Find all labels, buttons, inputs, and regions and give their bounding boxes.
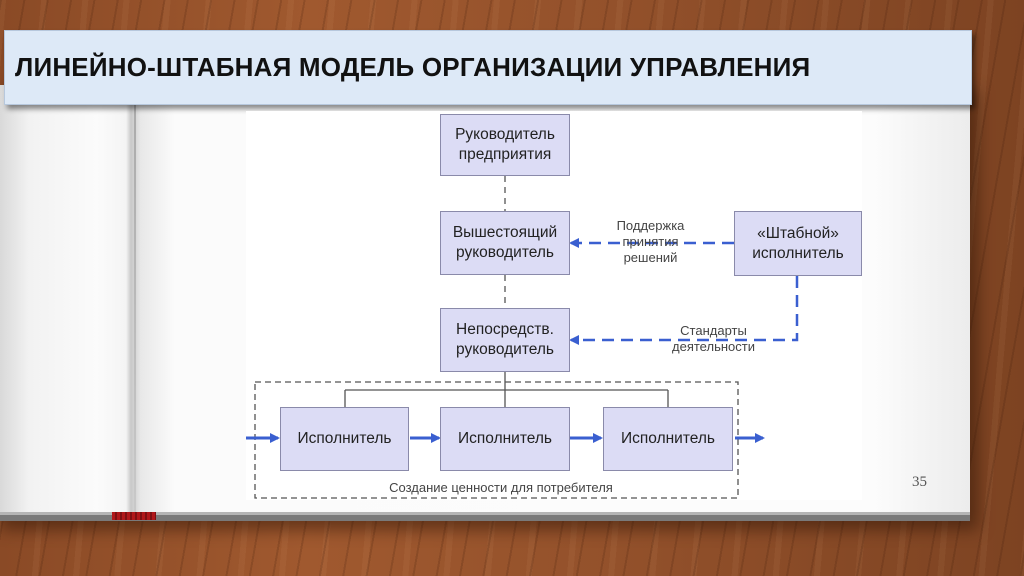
org-diagram: Руководитель предприятия Вышестоящий руков… (246, 111, 862, 500)
label-support-line3: решений (623, 250, 678, 265)
label-standards-line2: деятельности (672, 339, 755, 354)
label-standards-line1: Стандарты (680, 323, 747, 338)
bookmark-ribbon (112, 512, 156, 520)
node-senior-line1: Вышестоящий (452, 224, 558, 241)
node-executor-3: Исполнитель (603, 407, 733, 471)
label-standards: Стандарты деятельности (656, 323, 771, 355)
node-ceo-line1: Руководитель (455, 126, 555, 143)
value-chain-box (254, 381, 739, 499)
node-direct: Непосредств. руководитель (440, 308, 570, 372)
node-staff-line1: «Штабной» (757, 224, 839, 242)
label-support-line1: Поддержка (616, 218, 685, 233)
diagram-connectors (246, 176, 799, 499)
node-staff: «Штабной» исполнитель (734, 211, 862, 276)
node-executor-2-label: Исполнитель (458, 430, 552, 447)
arrow-standards (569, 276, 799, 345)
book-spine (134, 85, 136, 515)
node-direct-line2: руководитель (456, 341, 554, 358)
node-ceo: Руководитель предприятия (440, 114, 570, 176)
node-senior-line2: руководитель (456, 244, 554, 261)
node-executor-1-label: Исполнитель (297, 430, 392, 447)
node-direct-line1: Непосредств. (456, 321, 554, 338)
node-executor-1: Исполнитель (280, 407, 409, 471)
node-executor-3-label: Исполнитель (621, 430, 715, 447)
label-value-chain: Создание ценности для потребителя (389, 480, 613, 495)
node-staff-line2: исполнитель (752, 244, 844, 262)
slide-title: ЛИНЕЙНО-ШТАБНАЯ МОДЕЛЬ ОРГАНИЗАЦИИ УПРАВ… (15, 52, 811, 82)
label-support-line2: принятия (622, 234, 679, 249)
page-number: 35 (912, 474, 927, 490)
label-support: Поддержка принятия решений (598, 218, 703, 266)
node-ceo-line2: предприятия (458, 146, 552, 163)
node-executor-2: Исполнитель (440, 407, 570, 471)
node-senior: Вышестоящий руководитель (440, 211, 570, 275)
title-banner: ЛИНЕЙНО-ШТАБНАЯ МОДЕЛЬ ОРГАНИЗАЦИИ УПРАВ… (4, 30, 972, 105)
